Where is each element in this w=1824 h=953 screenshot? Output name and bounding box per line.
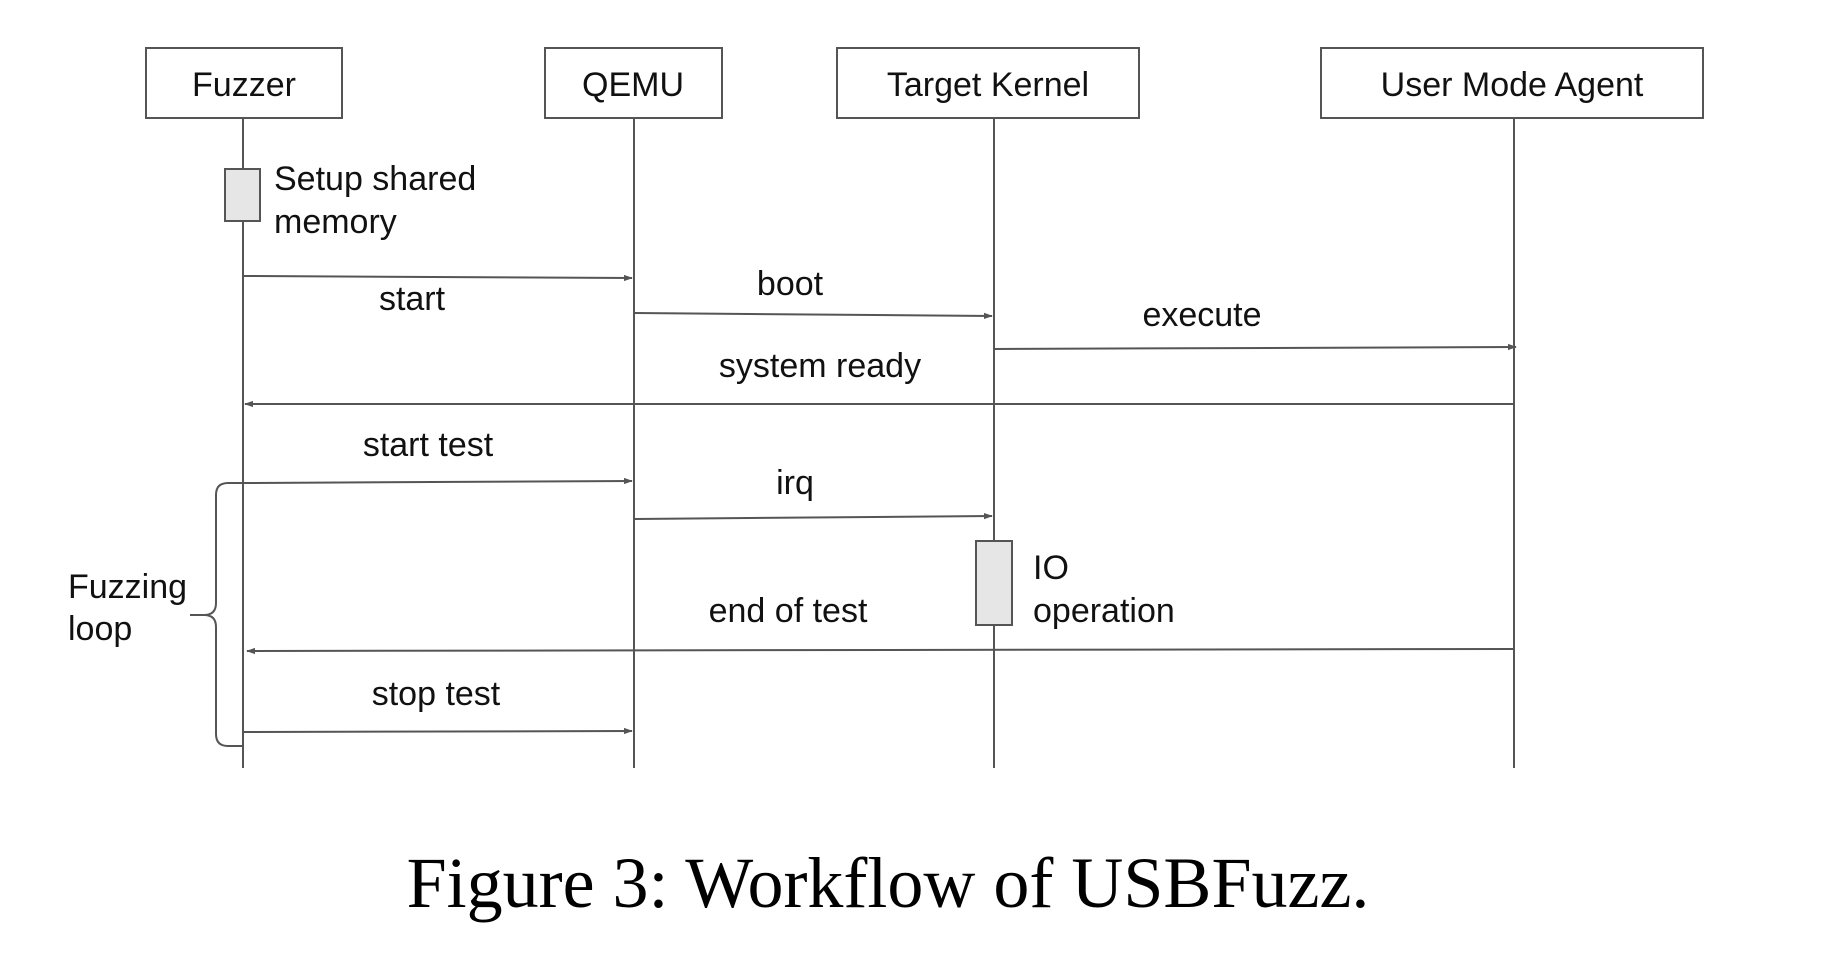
activation-io-operation: IO operation — [975, 540, 1175, 630]
message-boot: boot — [633, 265, 993, 320]
participant-qemu: QEMU — [544, 47, 723, 119]
activation-label-line-1: Setup shared — [274, 160, 476, 198]
participant-user-mode-agent: User Mode Agent — [1320, 47, 1704, 119]
message-stop-test: stop test — [242, 675, 633, 735]
activation-label-line-2: operation — [1033, 592, 1175, 630]
participant-label: Fuzzer — [192, 66, 296, 104]
participant-label: Target Kernel — [887, 66, 1089, 104]
participant-target-kernel: Target Kernel — [836, 47, 1140, 119]
participant-label: QEMU — [582, 66, 684, 104]
message-start-test: start test — [242, 426, 633, 485]
message-start: start — [242, 274, 633, 318]
message-label: stop test — [372, 675, 501, 713]
activation-label-line-1: IO — [1033, 549, 1069, 587]
message-label: start — [379, 280, 446, 318]
activation-setup-shared-memory: Setup shared memory — [224, 160, 476, 241]
message-label: irq — [776, 464, 814, 502]
message-label: start test — [363, 426, 494, 464]
loop-label-line-2: loop — [68, 610, 132, 648]
message-label: end of test — [709, 592, 868, 630]
message-label: system ready — [719, 347, 921, 385]
message-execute: execute — [993, 296, 1517, 351]
fuzzing-loop-brace: Fuzzing loop — [68, 482, 243, 747]
message-system-ready: system ready — [244, 347, 1514, 408]
activation-label-line-2: memory — [274, 203, 397, 241]
message-label: execute — [1142, 296, 1261, 334]
message-label: boot — [757, 265, 824, 303]
lifelines — [242, 118, 1515, 768]
figure-caption: Figure 3: Workflow of USBFuzz. — [407, 843, 1370, 923]
message-end-of-test: end of test — [246, 592, 1515, 655]
participant-fuzzer: Fuzzer — [145, 47, 343, 119]
participant-label: User Mode Agent — [1381, 66, 1644, 104]
loop-label-line-1: Fuzzing — [68, 568, 187, 606]
message-irq: irq — [633, 464, 993, 520]
